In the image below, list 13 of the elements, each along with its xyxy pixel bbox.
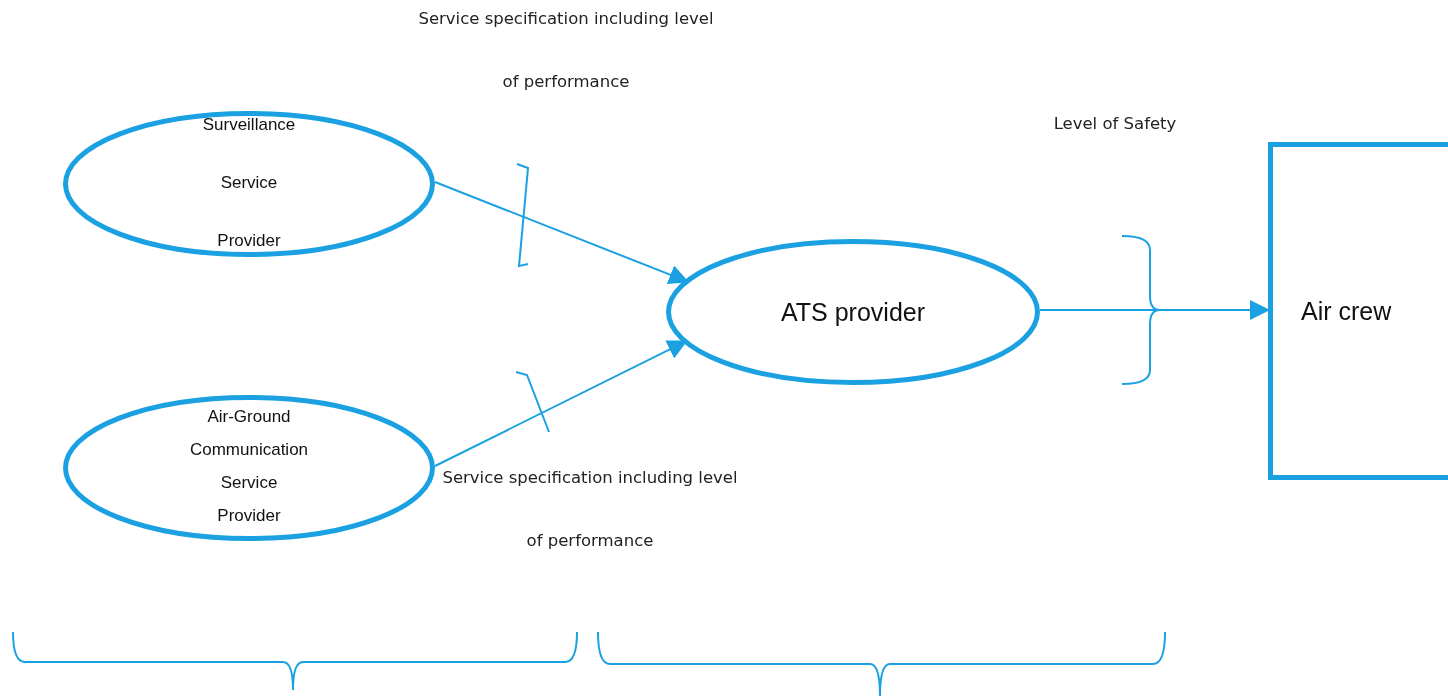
annotation-text: Service specification including level of performance	[441, 467, 739, 552]
node-label: Surveillance Service Provider	[202, 114, 296, 252]
ellipse-node	[666, 239, 1040, 385]
ellipse-node	[63, 395, 435, 541]
process-box	[1268, 142, 1448, 480]
node-label: Air crew	[1301, 296, 1392, 326]
annotation-text: Level of Safety	[1052, 113, 1178, 135]
ellipse-node	[63, 111, 435, 257]
arrow	[1039, 300, 1270, 320]
arrow	[434, 340, 688, 467]
node-label: ATS provider	[781, 297, 925, 327]
annotation-text: Service specification including level of performance	[417, 8, 715, 93]
node-label: Air-Ground Communication Service Provider	[189, 406, 309, 527]
